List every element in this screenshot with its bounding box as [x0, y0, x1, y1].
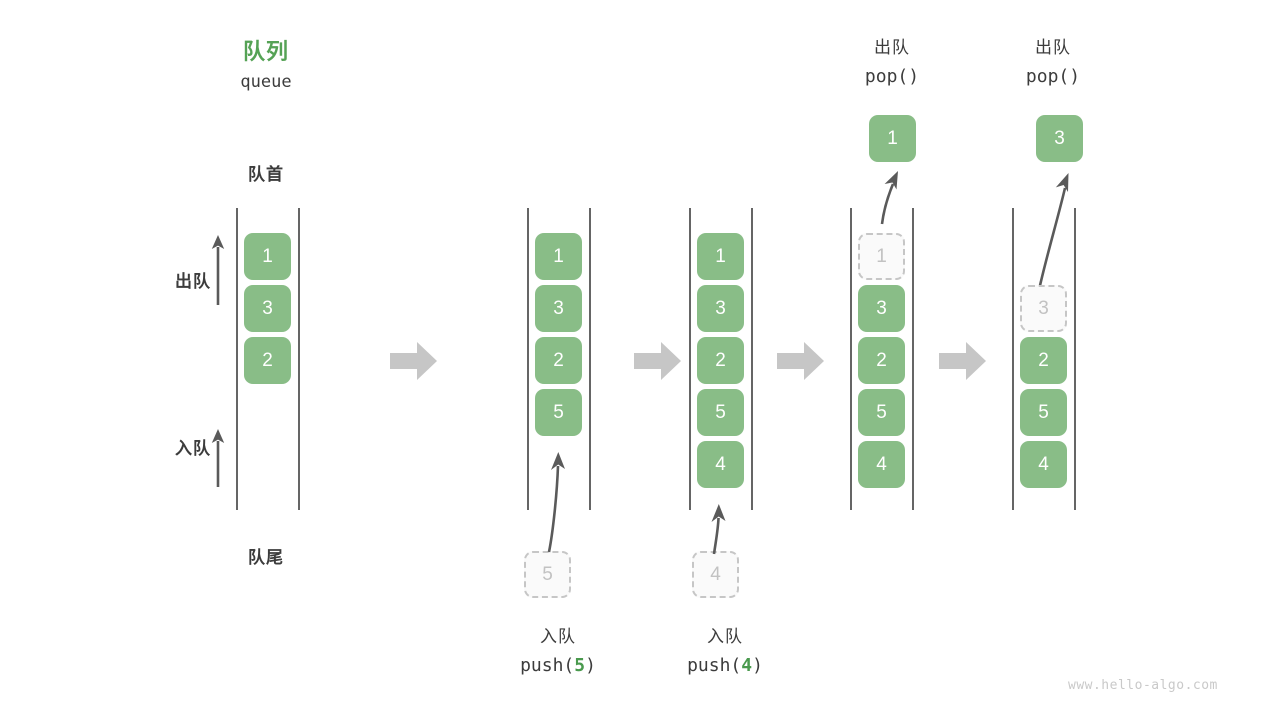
queue-cell-new: 4: [697, 441, 744, 488]
rail-right: [298, 208, 300, 510]
push5-fn-suffix: ): [585, 655, 596, 676]
queue-cell: 2: [697, 337, 744, 384]
rail-left: [689, 208, 691, 510]
queue-column-after-push-5: 1 3 2 5: [527, 208, 591, 510]
push5-op-label-cn: 入队: [540, 627, 576, 646]
step-arrow-icon: [634, 342, 682, 380]
push4-fn-suffix: ): [752, 655, 763, 676]
enqueue-direction-arrow-icon: [210, 427, 225, 489]
push4-op-label-fn: push(4): [655, 655, 795, 676]
popped-cell: 3: [1036, 115, 1083, 162]
queue-cell: 1: [697, 233, 744, 280]
dequeue-direction-arrow-icon: [210, 233, 225, 307]
rail-left: [236, 208, 238, 510]
queue-cell: 4: [1020, 441, 1067, 488]
pop1-fn-suffix: ): [908, 66, 920, 87]
rail-right: [589, 208, 591, 510]
rail-left: [527, 208, 529, 510]
page-title-en: queue: [240, 72, 292, 92]
pop2-op-label-fn: pop(): [983, 66, 1123, 87]
pop2-fn-suffix: ): [1069, 66, 1081, 87]
queue-head-label: 队首: [248, 165, 284, 184]
queue-cell: 1: [535, 233, 582, 280]
incoming-ghost-cell: 5: [524, 551, 571, 598]
queue-cell: 4: [858, 441, 905, 488]
queue-cell: 3: [244, 285, 291, 332]
queue-cell: 2: [244, 337, 291, 384]
dequeue-direction-label: 出队: [175, 272, 211, 291]
queue-cell: 5: [1020, 389, 1067, 436]
push4-fn-prefix: push(: [687, 655, 742, 676]
pop1-op-label-fn: pop(): [822, 66, 962, 87]
site-watermark: www.hello-algo.com: [1068, 678, 1218, 693]
popped-cell: 1: [869, 115, 916, 162]
queue-cell: 2: [1020, 337, 1067, 384]
incoming-ghost-cell: 4: [692, 551, 739, 598]
pop1-fn-prefix: pop(: [864, 66, 909, 87]
pop2-op-label-cn: 出队: [1035, 38, 1071, 57]
push4-fn-arg: 4: [741, 655, 753, 676]
enqueue-direction-label: 入队: [175, 439, 211, 458]
queue-column-after-pop-1: 1 3 2 5 4: [850, 208, 914, 510]
queue-cell-new: 5: [535, 389, 582, 436]
step-arrow-icon: [939, 342, 987, 380]
page-title-cn: 队列: [242, 39, 289, 64]
queue-cell-removed: 3: [1020, 285, 1067, 332]
rail-right: [751, 208, 753, 510]
queue-cell: 3: [535, 285, 582, 332]
step-arrow-icon: [777, 342, 825, 380]
push5-fn-prefix: push(: [520, 655, 575, 676]
rail-right: [912, 208, 914, 510]
queue-cell: 3: [697, 285, 744, 332]
queue-cell: 2: [535, 337, 582, 384]
push4-op-label-cn: 入队: [707, 627, 743, 646]
pop1-op-label-cn: 出队: [874, 38, 910, 57]
queue-cell-removed: 1: [858, 233, 905, 280]
queue-column-initial: 1 3 2: [236, 208, 300, 510]
queue-cell: 1: [244, 233, 291, 280]
queue-cell: 3: [858, 285, 905, 332]
queue-column-after-pop-3: 3 2 5 4: [1012, 208, 1076, 510]
queue-cell: 2: [858, 337, 905, 384]
queue-tail-label: 队尾: [248, 548, 284, 567]
rail-left: [1012, 208, 1014, 510]
push5-fn-arg: 5: [574, 655, 586, 676]
pop2-fn-prefix: pop(: [1025, 66, 1070, 87]
rail-left: [850, 208, 852, 510]
queue-cell: 5: [697, 389, 744, 436]
push5-op-label-fn: push(5): [488, 655, 628, 676]
queue-column-after-push-4: 1 3 2 5 4: [689, 208, 753, 510]
queue-cell: 5: [858, 389, 905, 436]
rail-right: [1074, 208, 1076, 510]
step-arrow-icon: [390, 342, 438, 380]
